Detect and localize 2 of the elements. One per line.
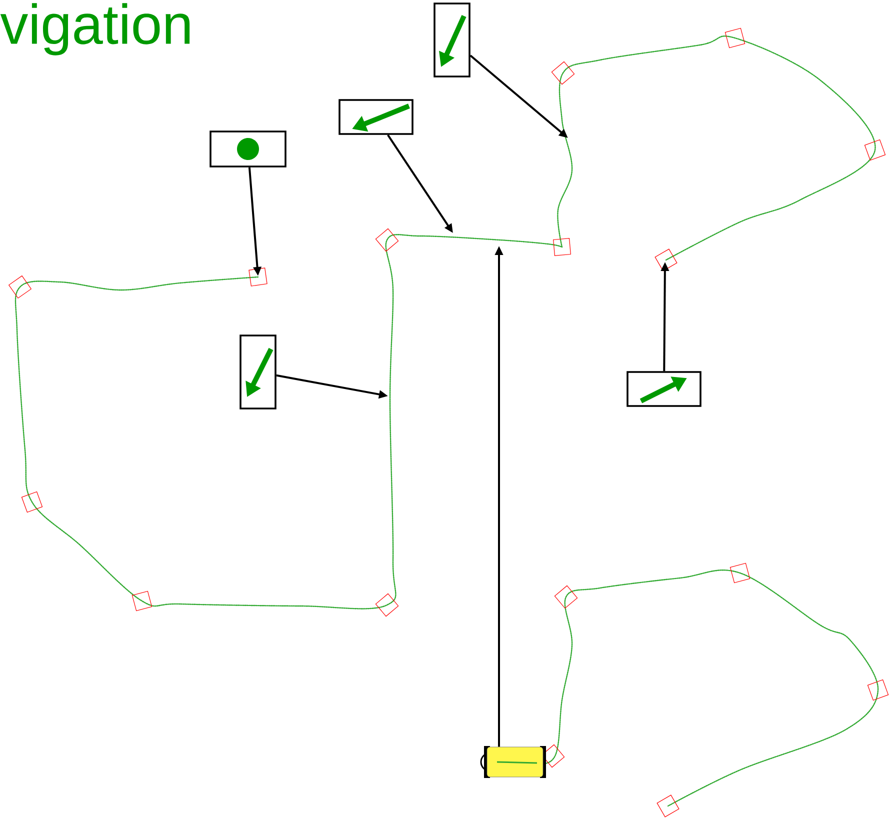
title: vigation [0,3,190,56]
robot-drawing [480,746,546,778]
